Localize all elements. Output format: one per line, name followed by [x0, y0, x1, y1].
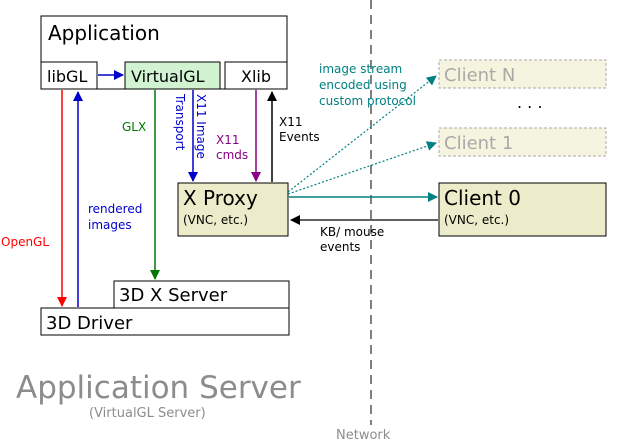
rendered-images-label-1: rendered — [88, 202, 142, 216]
application-server-subtitle: (VirtualGL Server) — [89, 406, 206, 421]
client-0-label: Client 0 — [444, 186, 521, 210]
application-server-title: Application Server — [16, 370, 301, 406]
client-1-label: Client 1 — [444, 133, 513, 154]
client-1-box — [438, 127, 607, 157]
x-server-3d-label: 3D X Server — [119, 285, 228, 306]
transport-label: Transport — [173, 93, 187, 151]
opengl-label: OpenGL — [1, 235, 49, 249]
virtualgl-label: VirtualGL — [131, 67, 205, 86]
stream-label-1: image stream — [319, 62, 402, 76]
libgl-label: libGL — [47, 67, 87, 86]
xlib-box — [224, 61, 288, 90]
network-label: Network — [336, 428, 391, 443]
driver-3d-box — [40, 307, 290, 336]
client-n-box — [438, 59, 607, 89]
x-proxy-sublabel: (VNC, etc.) — [183, 213, 248, 227]
rendered-images-label-2: images — [88, 218, 132, 232]
stream-label-3: custom protocol — [319, 94, 416, 108]
driver-3d-label: 3D Driver — [46, 313, 133, 334]
client-n-label: Client N — [444, 65, 515, 86]
x-proxy-box — [177, 182, 289, 237]
virtualgl-box — [124, 61, 221, 90]
client-0-sublabel: (VNC, etc.) — [444, 213, 509, 227]
x-proxy-label: X Proxy — [183, 186, 258, 210]
x11-cmds-label-1: X11 — [216, 133, 240, 147]
client-0-box — [438, 182, 607, 237]
stream-to-client-n-arrow — [287, 75, 437, 193]
libgl-box — [40, 61, 98, 90]
application-label: Application — [48, 21, 160, 45]
x11-events-label-2: Events — [279, 130, 320, 144]
kb-mouse-label-2: events — [320, 240, 360, 254]
x11-cmds-label-2: cmds — [216, 148, 248, 162]
x11-events-label-1: X11 — [279, 115, 303, 129]
kb-mouse-label-1: KB/ mouse — [320, 225, 384, 239]
glx-label: GLX — [122, 120, 146, 134]
stream-to-client-1-arrow — [287, 141, 437, 195]
x11-image-label: X11 Image — [194, 94, 208, 159]
stream-label-2: encoded using — [319, 78, 407, 92]
xlib-label: Xlib — [241, 67, 271, 86]
client-ellipsis: . . . — [517, 93, 542, 112]
